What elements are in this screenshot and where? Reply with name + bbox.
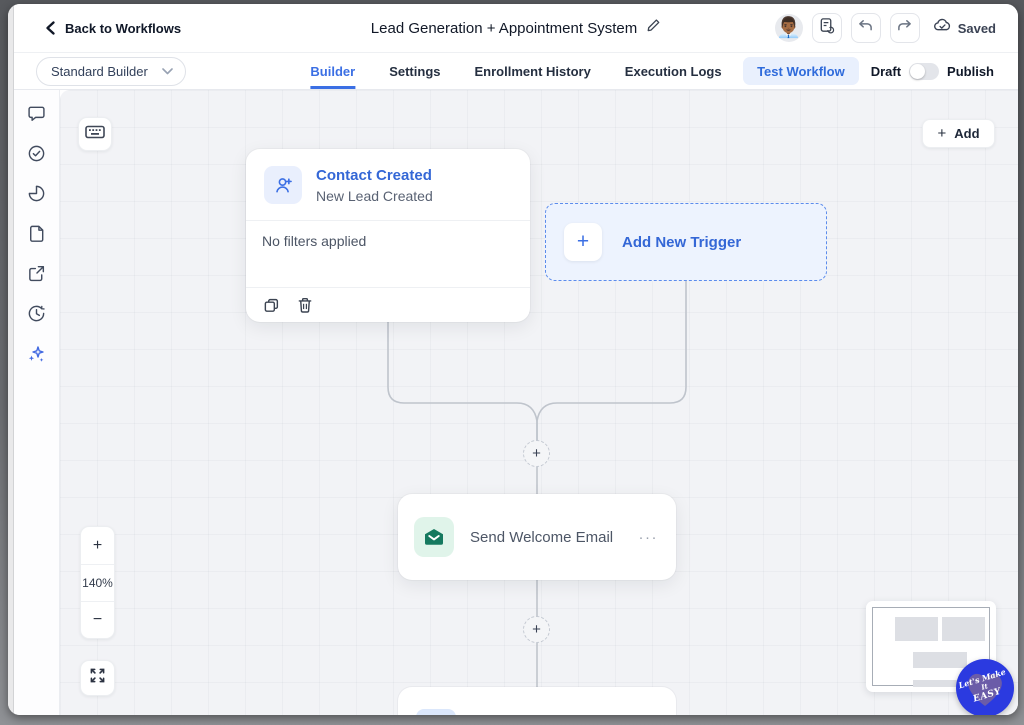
trigger-subtitle: New Lead Created: [316, 187, 433, 204]
keyboard-shortcuts-button[interactable]: [78, 117, 112, 151]
action-card-title: Send Welcome Email: [470, 528, 614, 546]
canvas-add-button[interactable]: + Add: [922, 119, 995, 148]
delete-trash-icon[interactable]: [297, 297, 313, 314]
document-check-icon: [818, 17, 835, 39]
pie-chart-icon: [27, 184, 46, 203]
tab-settings[interactable]: Settings: [389, 63, 441, 79]
zoom-controls: + 140% −: [80, 526, 115, 639]
watermark-line3: EASY: [972, 687, 1003, 706]
tab-enrollment-history[interactable]: Enrollment History: [474, 63, 591, 79]
zoom-out-button[interactable]: −: [81, 601, 114, 638]
redo-icon: [896, 18, 913, 38]
add-button-label: Add: [954, 126, 980, 141]
add-new-trigger-button[interactable]: + Add New Trigger: [545, 203, 827, 281]
action-card-send-welcome-email[interactable]: Send Welcome Email ···: [398, 494, 676, 580]
document-check-button[interactable]: [811, 13, 842, 43]
insert-step-node-1[interactable]: +: [523, 440, 550, 467]
top-header: Back to Workflows Lead Generation + Appo…: [14, 4, 1018, 52]
user-plus-icon: [264, 166, 302, 204]
sidebar-item-approvals[interactable]: [21, 144, 53, 184]
sidebar-item-stats[interactable]: [21, 184, 53, 224]
builder-select[interactable]: Standard Builder: [36, 56, 186, 86]
lets-make-it-easy-watermark: Let's Make It EASY: [956, 659, 1014, 715]
trigger-card-contact-created[interactable]: Contact Created New Lead Created No filt…: [246, 149, 530, 322]
sidebar-item-history[interactable]: [21, 304, 53, 344]
edit-pencil-icon[interactable]: [646, 18, 661, 38]
tab-builder[interactable]: Builder: [310, 53, 356, 89]
sidebar-item-documents[interactable]: [21, 224, 53, 264]
saved-label: Saved: [957, 20, 996, 36]
expand-arrows-icon: [90, 668, 105, 688]
toggle-knob: [910, 63, 926, 79]
workflow-canvas[interactable]: + Add Contact Created New Lead Created: [60, 90, 1018, 715]
check-circle-icon: [27, 144, 46, 163]
partial-card-icon: [416, 709, 456, 715]
toolbar: Standard Builder Builder Settings Enroll…: [14, 52, 1018, 90]
chevron-left-icon: [44, 20, 58, 36]
email-icon: [414, 517, 454, 557]
plus-icon: +: [564, 223, 602, 261]
undo-icon: [857, 18, 874, 38]
undo-button[interactable]: [850, 13, 881, 43]
workflow-title: Lead Generation + Appointment System: [370, 19, 638, 37]
external-link-icon: [27, 264, 46, 283]
redo-button[interactable]: [889, 13, 920, 43]
chat-icon: [27, 104, 46, 123]
keyboard-icon: [85, 125, 105, 144]
back-to-workflows-link[interactable]: Back to Workflows: [44, 20, 181, 36]
cloud-check-icon: [933, 18, 952, 38]
saved-status: Saved: [933, 18, 996, 38]
sidebar-item-chat[interactable]: [21, 104, 53, 144]
sidebar-item-ai[interactable]: [21, 344, 53, 384]
left-sidebar: [14, 90, 60, 715]
draft-label: Draft: [870, 63, 902, 79]
page-scrollbar[interactable]: [8, 4, 14, 715]
publish-toggle[interactable]: [909, 62, 940, 80]
sidebar-item-external[interactable]: [21, 264, 53, 304]
heart-icon: [968, 673, 1002, 706]
insert-step-node-2[interactable]: +: [523, 616, 550, 643]
ellipsis-menu-icon[interactable]: ···: [638, 528, 658, 546]
fit-to-screen-button[interactable]: [80, 660, 115, 696]
action-card-partial[interactable]: [398, 687, 676, 715]
builder-select-label: Standard Builder: [51, 63, 148, 79]
back-label: Back to Workflows: [65, 20, 182, 36]
user-avatar[interactable]: 👨🏾‍💼: [774, 14, 803, 42]
tab-bar: Builder Settings Enrollment History Exec…: [310, 53, 722, 89]
tab-execution-logs[interactable]: Execution Logs: [624, 63, 722, 79]
plus-icon: +: [937, 125, 947, 142]
test-workflow-button[interactable]: Test Workflow: [743, 57, 859, 85]
trigger-filters-text: No filters applied: [246, 221, 530, 288]
history-clock-icon: [27, 304, 46, 323]
document-icon: [28, 224, 46, 243]
ai-sparkles-icon: [27, 344, 47, 364]
zoom-level: 140%: [81, 564, 114, 601]
zoom-in-button[interactable]: +: [92, 536, 103, 554]
add-new-trigger-label: Add New Trigger: [622, 233, 742, 251]
app-window: Back to Workflows Lead Generation + Appo…: [8, 4, 1018, 715]
duplicate-icon[interactable]: [263, 297, 280, 314]
publish-label: Publish: [947, 63, 994, 79]
chevron-down-icon: [162, 62, 173, 80]
trigger-title: Contact Created: [316, 166, 432, 184]
